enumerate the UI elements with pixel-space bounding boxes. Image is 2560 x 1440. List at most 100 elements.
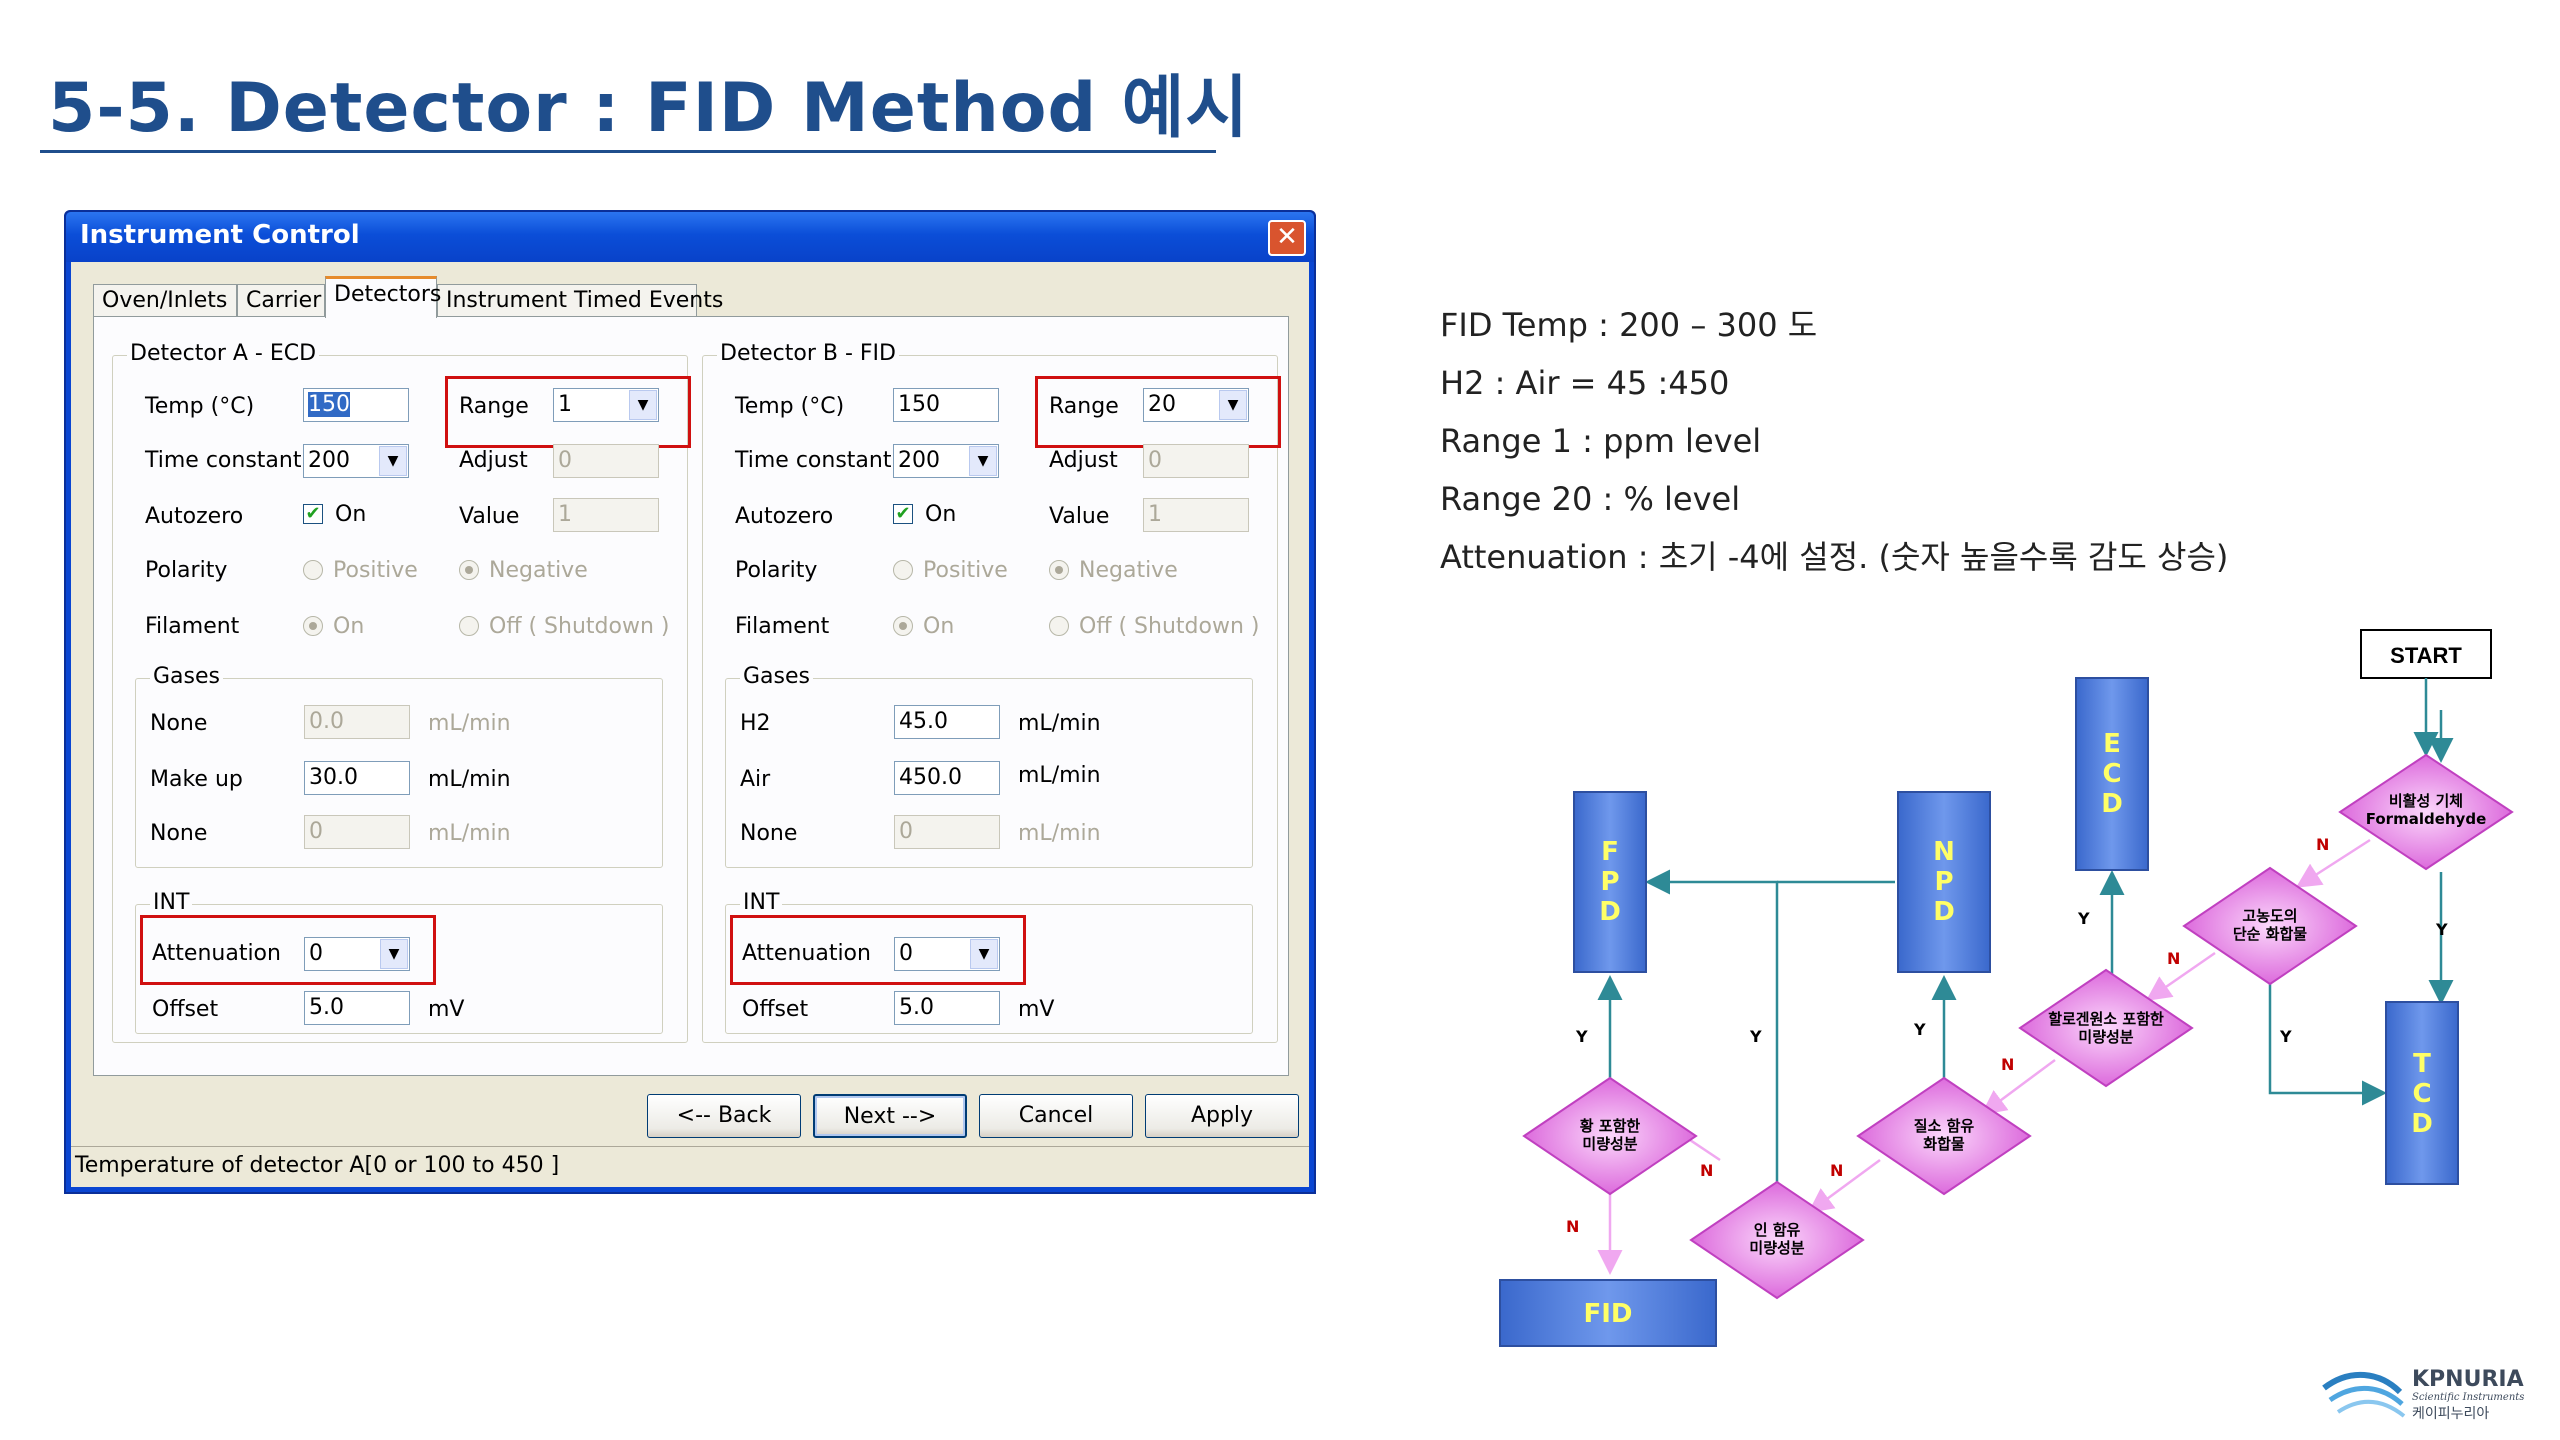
positive-label: Positive: [333, 558, 418, 583]
apply-button[interactable]: Apply: [1145, 1094, 1299, 1138]
svg-text:N: N: [2316, 835, 2329, 854]
svg-text:미량성분: 미량성분: [2078, 1028, 2133, 1046]
title-underline: [40, 150, 1216, 153]
decision-phosphorus: 인 함유 미량성분: [1689, 1180, 1865, 1300]
note-fid-temp: FID Temp : 200 – 300 도: [1440, 306, 1818, 344]
next-button[interactable]: Next -->: [813, 1094, 967, 1138]
negative-label: Negative: [1079, 558, 1178, 583]
adjust-label: Adjust: [1049, 448, 1118, 473]
decision-volatile: 비활성 기체 Formaldehyde: [2338, 753, 2514, 871]
back-button[interactable]: <-- Back: [647, 1094, 801, 1138]
svg-text:질소 함유: 질소 함유: [1914, 1117, 1975, 1135]
offset-unit: mV: [428, 997, 465, 1022]
svg-text:비활성 기체: 비활성 기체: [2389, 792, 2463, 810]
gas3-unit: mL/min: [428, 821, 511, 846]
temp-input[interactable]: 150: [303, 388, 409, 422]
h2-input[interactable]: 45.0: [894, 705, 1000, 739]
start-box: START: [2360, 629, 2492, 679]
svg-text:E: E: [2103, 729, 2121, 759]
air-label: Air: [740, 767, 771, 792]
range-select[interactable]: 20▼: [1143, 388, 1249, 422]
decision-sulfur: 황 포함한 미량성분: [1522, 1076, 1698, 1196]
decision-halogen: 할로겐원소 포함한 미량성분: [2018, 968, 2194, 1088]
decision-high-concentration: 고농도의 단순 화합물: [2182, 866, 2358, 986]
offset-label: Offset: [152, 997, 219, 1022]
time-constant-select[interactable]: 200▼: [893, 444, 999, 478]
notes-panel: FID Temp : 200 – 300 도 H2 : Air = 45 :45…: [1440, 296, 2228, 586]
autozero-checkbox[interactable]: ✔: [893, 504, 913, 524]
negative-radio[interactable]: [459, 560, 479, 580]
svg-text:N: N: [2167, 949, 2180, 968]
gases-label: Gases: [150, 664, 223, 689]
tab-oven-inlets[interactable]: Oven/Inlets: [93, 284, 237, 316]
chevron-down-icon: ▼: [970, 939, 998, 969]
filament-off-radio[interactable]: [1049, 616, 1069, 636]
gases-label: Gases: [740, 664, 813, 689]
makeup-input[interactable]: 30.0: [304, 761, 410, 795]
filament-on-label: On: [333, 614, 365, 639]
time-constant-label: Time constant: [145, 448, 302, 473]
svg-text:Formaldehyde: Formaldehyde: [2366, 810, 2487, 828]
svg-text:D: D: [2411, 1109, 2433, 1139]
time-constant-select[interactable]: 200▼: [303, 444, 409, 478]
adjust-input: 0: [553, 444, 659, 478]
chevron-down-icon: ▼: [1219, 390, 1247, 420]
decision-nitrogen: 질소 함유 화합물: [1856, 1076, 2032, 1196]
offset-label: Offset: [742, 997, 809, 1022]
adjust-input: 0: [1143, 444, 1249, 478]
svg-text:Y: Y: [2435, 920, 2448, 939]
svg-text:인 함유: 인 함유: [1754, 1221, 1801, 1239]
svg-text:START: START: [2390, 643, 2462, 668]
branch-labels: Y N Y N Y N Y N Y N Y N: [1566, 835, 2448, 1236]
cancel-button[interactable]: Cancel: [979, 1094, 1133, 1138]
filament-off-label: Off ( Shutdown ): [1079, 614, 1260, 639]
positive-radio[interactable]: [893, 560, 913, 580]
autozero-label: Autozero: [145, 504, 244, 529]
filament-on-radio[interactable]: [893, 616, 913, 636]
svg-text:미량성분: 미량성분: [1582, 1135, 1637, 1153]
slide-title: 5-5. Detector : FID Method 예시: [48, 69, 1249, 148]
chevron-down-icon: ▼: [969, 446, 997, 476]
filament-off-radio[interactable]: [459, 616, 479, 636]
close-icon: ✕: [1276, 222, 1298, 252]
positive-label: Positive: [923, 558, 1008, 583]
svg-text:Y: Y: [2077, 909, 2090, 928]
detector-b-label: Detector B - FID: [717, 341, 899, 366]
tab-carrier[interactable]: Carrier: [237, 284, 325, 316]
offset-input[interactable]: 5.0: [894, 991, 1000, 1025]
svg-text:FID: FID: [1583, 1299, 1632, 1329]
status-bar: Temperature of detector A[0 or 100 to 45…: [71, 1146, 1309, 1187]
svg-text:D: D: [2101, 789, 2123, 819]
range-select[interactable]: 1▼: [553, 388, 659, 422]
tab-detectors[interactable]: Detectors: [325, 276, 441, 318]
positive-radio[interactable]: [303, 560, 323, 580]
filament-label: Filament: [735, 614, 830, 639]
attenuation-select[interactable]: 0▼: [894, 937, 1000, 971]
offset-input[interactable]: 5.0: [304, 991, 410, 1025]
int-label: INT: [150, 890, 193, 915]
note-range-20: Range 20 : % level: [1440, 480, 1741, 518]
close-button[interactable]: ✕: [1268, 220, 1306, 256]
detector-a-label: Detector A - ECD: [127, 341, 320, 366]
svg-text:C: C: [2102, 759, 2121, 789]
svg-text:Scientific Instruments: Scientific Instruments: [2412, 1392, 2524, 1403]
polarity-label: Polarity: [735, 558, 818, 583]
filament-on-radio[interactable]: [303, 616, 323, 636]
svg-text:Y: Y: [1749, 1027, 1762, 1046]
dialog-titlebar[interactable]: Instrument Control ✕: [66, 212, 1314, 262]
polarity-label: Polarity: [145, 558, 228, 583]
gases-group: Gases None 0.0 mL/min Make up 30.0 mL/mi…: [135, 664, 663, 868]
autozero-checkbox[interactable]: ✔: [303, 504, 323, 524]
attenuation-highlight: [140, 915, 436, 985]
negative-radio[interactable]: [1049, 560, 1069, 580]
chevron-down-icon: ▼: [629, 390, 657, 420]
attenuation-highlight: [730, 915, 1026, 985]
autozero-label: Autozero: [735, 504, 834, 529]
attenuation-select[interactable]: 0▼: [304, 937, 410, 971]
dialog-title: Instrument Control: [80, 220, 360, 250]
adjust-label: Adjust: [459, 448, 528, 473]
svg-text:황 포함한: 황 포함한: [1580, 1117, 1641, 1135]
temp-input[interactable]: 150: [893, 388, 999, 422]
air-input[interactable]: 450.0: [894, 761, 1000, 795]
tab-instrument-timed-events[interactable]: Instrument Timed Events: [437, 284, 723, 316]
